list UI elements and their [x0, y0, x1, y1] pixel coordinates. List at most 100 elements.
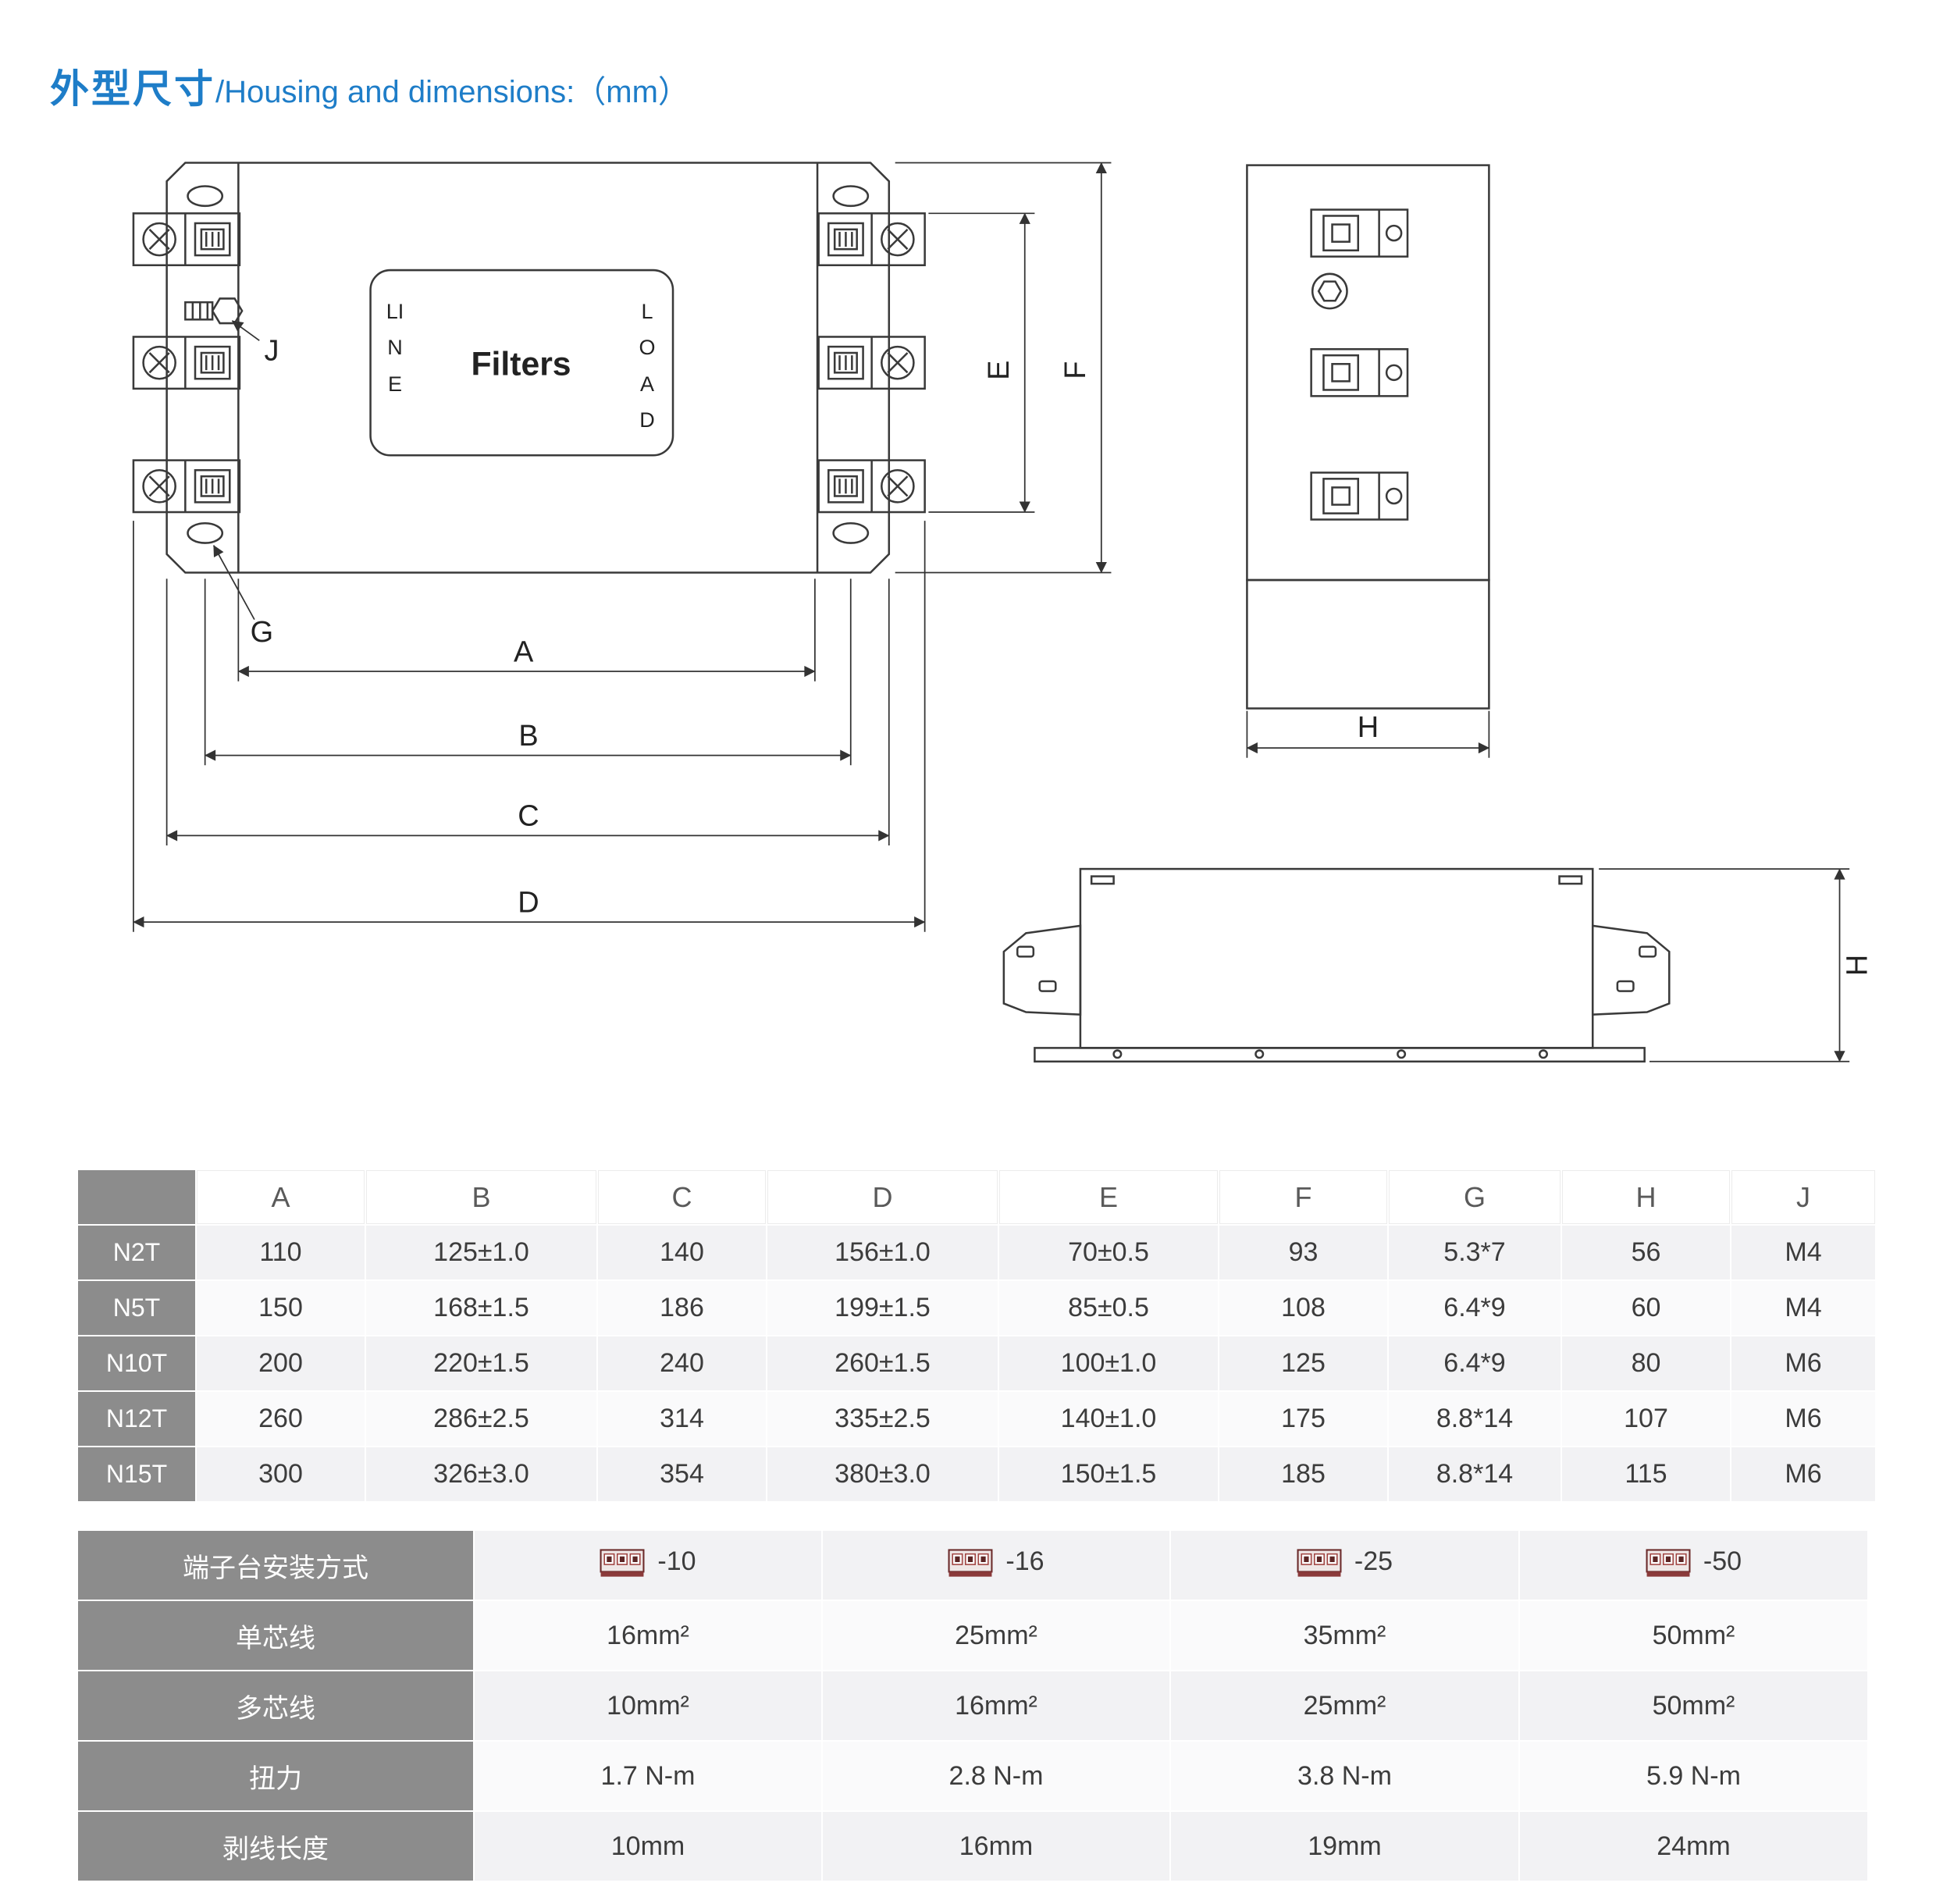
col-header: C [598, 1170, 766, 1224]
terminal-block-icon [948, 1548, 993, 1577]
top-ground-nut [1311, 272, 1348, 310]
dim-label-j: J [265, 335, 279, 368]
terminal-cell: -16 [823, 1531, 1169, 1600]
terminal-cell: -10 [475, 1531, 821, 1600]
dim-cell: 115 [1562, 1447, 1730, 1501]
dim-cell: 380±3.0 [767, 1447, 998, 1501]
dim-table-header-row: A B C D E F G H J [78, 1170, 1875, 1224]
dim-cell: 108 [1219, 1281, 1387, 1335]
dimension-lines [133, 162, 1850, 1062]
dim-table-row: N10T 200 220±1.5 240 260±1.5 100±1.0 125… [78, 1336, 1875, 1390]
dim-cell: 140±1.0 [999, 1392, 1218, 1446]
load-label: LOAD [639, 300, 656, 432]
dim-cell: 150±1.5 [999, 1447, 1218, 1501]
line-label: LINE [386, 300, 404, 396]
model-cell: N15T [78, 1447, 195, 1501]
value-cell: 10mm² [475, 1671, 821, 1740]
top-view [1246, 164, 1490, 710]
terminal-cell: -25 [1171, 1531, 1518, 1600]
mount-slot [832, 521, 870, 544]
dim-label-g: G [251, 616, 274, 649]
dim-label-a: A [514, 635, 534, 668]
dim-cell: 8.8*14 [1389, 1447, 1561, 1501]
front-view [132, 162, 926, 574]
terminal-right-1 [817, 212, 926, 266]
dim-label-f: F [1059, 361, 1092, 379]
col-header: F [1219, 1170, 1387, 1224]
terminal-block-icon [600, 1548, 645, 1577]
terminal-table-row: 单芯线 16mm² 25mm² 35mm² 50mm² [78, 1601, 1867, 1670]
dim-cell: 314 [598, 1392, 766, 1446]
dim-cell: 125 [1219, 1336, 1387, 1390]
value-cell: 19mm [1171, 1812, 1518, 1881]
model-cell: N5T [78, 1281, 195, 1335]
col-header: J [1731, 1170, 1875, 1224]
dim-cell: 186 [598, 1281, 766, 1335]
dim-table-row: N5T 150 168±1.5 186 199±1.5 85±0.5 108 6… [78, 1281, 1875, 1335]
dim-label-h-side: H [1841, 955, 1874, 976]
dimensions-table: A B C D E F G H J N2T 110 125±1.0 140 15… [77, 1169, 1877, 1503]
terminal-table-row: 扭力 1.7 N-m 2.8 N-m 3.8 N-m 5.9 N-m [78, 1742, 1867, 1810]
col-header: E [999, 1170, 1218, 1224]
dim-cell: M4 [1731, 1281, 1875, 1335]
dim-cell: 156±1.0 [767, 1226, 998, 1279]
value-cell: 35mm² [1171, 1601, 1518, 1670]
col-header: A [197, 1170, 365, 1224]
dim-label-d: D [518, 886, 539, 919]
dim-cell: 260±1.5 [767, 1336, 998, 1390]
dim-cell: 5.3*7 [1389, 1226, 1561, 1279]
value-cell: 24mm [1520, 1812, 1867, 1881]
dim-cell: 335±2.5 [767, 1392, 998, 1446]
top-terminal-2 [1310, 348, 1409, 397]
value-cell: 1.7 N-m [475, 1742, 821, 1810]
dim-cell: M6 [1731, 1447, 1875, 1501]
mount-slot [187, 185, 224, 208]
front-body-outline [165, 162, 891, 574]
dim-cell: 6.4*9 [1389, 1336, 1561, 1390]
terminal-left-1 [132, 212, 241, 266]
terminal-size: -25 [1354, 1546, 1393, 1576]
dim-cell: 220±1.5 [366, 1336, 596, 1390]
dim-cell: 56 [1562, 1226, 1730, 1279]
value-cell: 10mm [475, 1812, 821, 1881]
page-header: 外型尺寸/Housing and dimensions:（mm） [0, 0, 1936, 114]
top-terminal-1 [1310, 208, 1409, 258]
mount-slot [832, 185, 870, 208]
dim-cell: 300 [197, 1447, 365, 1501]
dim-cell: 125±1.0 [366, 1226, 596, 1279]
dim-cell: 260 [197, 1392, 365, 1446]
dim-cell: 100±1.0 [999, 1336, 1218, 1390]
row-label: 多芯线 [78, 1671, 473, 1740]
dim-table-row: N15T 300 326±3.0 354 380±3.0 150±1.5 185… [78, 1447, 1875, 1501]
ground-bolt-j [184, 297, 244, 325]
dim-cell: 70±0.5 [999, 1226, 1218, 1279]
value-cell: 3.8 N-m [1171, 1742, 1518, 1810]
row-label: 扭力 [78, 1742, 473, 1810]
filters-label-plate [369, 269, 674, 457]
leader-j [231, 320, 260, 341]
col-header: G [1389, 1170, 1561, 1224]
dim-cell: 175 [1219, 1392, 1387, 1446]
terminal-right-3 [817, 459, 926, 514]
dim-cell: 110 [197, 1226, 365, 1279]
row-label: 剥线长度 [78, 1812, 473, 1881]
dim-label-e: E [983, 360, 1016, 379]
model-cell: N2T [78, 1226, 195, 1279]
terminal-cell: -50 [1520, 1531, 1867, 1600]
terminal-table-row: 剥线长度 10mm 16mm 19mm 24mm [78, 1812, 1867, 1881]
col-header: H [1562, 1170, 1730, 1224]
dim-cell: 107 [1562, 1392, 1730, 1446]
dim-cell: 6.4*9 [1389, 1281, 1561, 1335]
dim-label-c: C [518, 800, 539, 833]
col-header: B [366, 1170, 596, 1224]
row-label: 单芯线 [78, 1601, 473, 1670]
terminal-size: -16 [1005, 1546, 1045, 1576]
value-cell: 25mm² [823, 1601, 1169, 1670]
model-cell: N10T [78, 1336, 195, 1390]
mount-slot [187, 521, 224, 544]
value-cell: 16mm² [823, 1671, 1169, 1740]
dim-cell: 93 [1219, 1226, 1387, 1279]
dim-cell: 199±1.5 [767, 1281, 998, 1335]
dim-cell: 185 [1219, 1447, 1387, 1501]
terminal-size: -50 [1703, 1546, 1742, 1576]
